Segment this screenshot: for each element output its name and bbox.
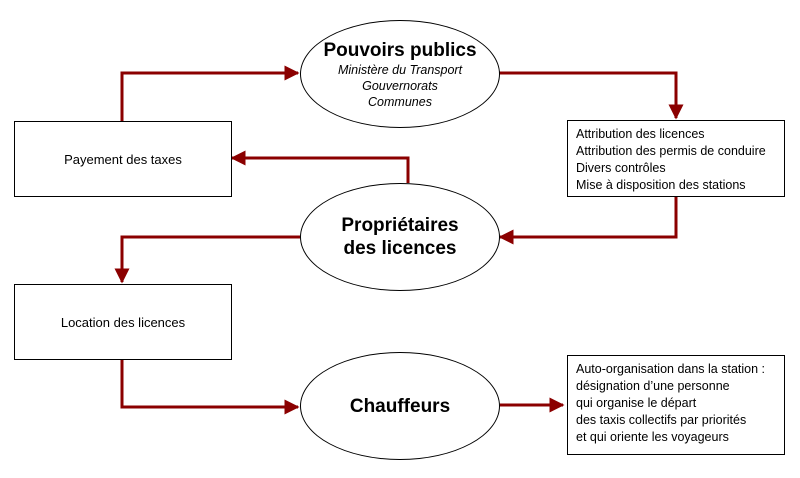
proprietaires-title-line2: des licences — [343, 238, 457, 259]
pouvoirs-publics-title: Pouvoirs publics — [323, 39, 477, 61]
pouvoirs-subtitle-ministere: Ministère du Transport — [337, 62, 463, 77]
auto-organisation-line: qui organise le départ — [576, 396, 697, 410]
auto-organisation-line: et qui oriente les voyageurs — [576, 430, 729, 444]
chauffeurs-title: Chauffeurs — [349, 395, 451, 417]
attribution-box: Attribution des licences Attribution des… — [567, 120, 785, 197]
attribution-line: Attribution des licences — [576, 127, 705, 141]
attribution-line: Attribution des permis de conduire — [576, 144, 766, 158]
arrow-proprietaires-to-location — [114, 235, 300, 284]
payement-label: Payement des taxes — [64, 151, 182, 167]
pouvoirs-publics-node: Pouvoirs publics Ministère du Transport … — [300, 20, 500, 128]
auto-organisation-line: Auto-organisation dans la station : — [576, 362, 766, 376]
arrow-payement-to-pouvoirs — [120, 65, 300, 121]
chauffeurs-node: Chauffeurs — [300, 352, 500, 460]
pouvoirs-subtitle-gouvernorats: Gouvernorats — [362, 78, 438, 93]
attribution-line: Divers contrôles — [576, 161, 666, 175]
auto-organisation-line: désignation d’une personne — [576, 379, 730, 393]
location-des-licences-box: Location des licences — [14, 284, 232, 360]
auto-organisation-box: Auto-organisation dans la station : dési… — [567, 355, 785, 455]
arrow-proprietaires-to-payement — [230, 150, 410, 183]
arrow-location-to-chauffeurs — [120, 360, 300, 415]
arrow-pouvoirs-to-attribution — [498, 71, 684, 120]
arrow-attribution-to-proprietaires — [498, 197, 678, 245]
auto-organisation-line: des taxis collectifs par priorités — [576, 413, 747, 427]
location-label: Location des licences — [60, 314, 186, 330]
pouvoirs-subtitle-communes: Communes — [368, 94, 432, 109]
attribution-line: Mise à disposition des stations — [576, 178, 746, 192]
proprietaires-node: Propriétaires des licences — [300, 183, 500, 291]
proprietaires-title-line1: Propriétaires — [341, 215, 459, 236]
payement-des-taxes-box: Payement des taxes — [14, 121, 232, 197]
